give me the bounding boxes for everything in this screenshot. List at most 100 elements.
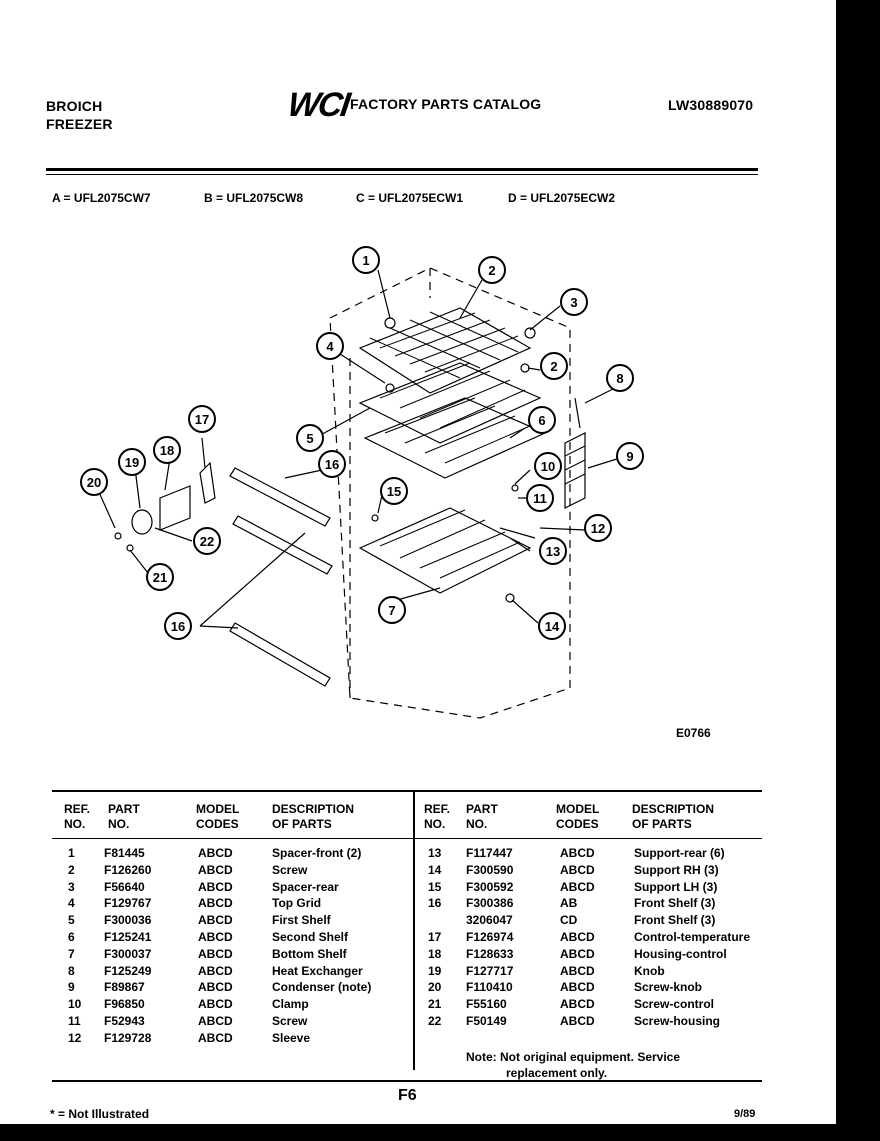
callout-16: 16 [164,612,192,640]
row-part: F126974 [466,930,514,944]
row-ref: 8 [68,963,75,978]
callout-12: 12 [584,514,612,542]
row-part: F117447 [466,846,513,860]
row-part: F125241 [104,930,152,944]
row-ref: 9 [68,980,75,995]
callout-10: 10 [534,452,562,480]
row-desc: Housing-control [634,946,727,961]
col-ref-2: REF.NO. [424,802,451,831]
svg-text:20: 20 [87,475,101,490]
row-codes: ABCD [560,1014,595,1028]
row-ref: 13 [428,846,442,860]
row-desc: Front Shelf (3) [634,896,716,911]
row-codes: ABCD [198,896,233,911]
row-codes: ABCD [560,946,595,961]
callout-6: 6 [528,406,556,434]
svg-text:16: 16 [171,619,185,634]
row-ref: 20 [428,980,442,995]
callout-7: 7 [378,596,406,624]
row-ref: 1 [68,846,75,860]
callout-18: 18 [153,436,181,464]
svg-text:2: 2 [488,263,495,278]
row-desc: Screw-control [634,997,715,1012]
row-ref: 12 [68,1030,82,1045]
page-number: F6 [398,1087,417,1104]
svg-text:7: 7 [388,603,395,618]
svg-text:1: 1 [362,253,369,268]
svg-text:18: 18 [160,443,174,458]
row-part: F300037 [104,946,152,961]
svg-text:19: 19 [125,455,139,470]
svg-text:13: 13 [546,544,560,559]
product-type: FREEZER [46,116,113,132]
row-codes: ABCD [560,980,595,995]
row-ref: 7 [68,946,75,961]
row-ref: 6 [68,930,75,944]
row-part: F127717 [466,963,514,978]
row-ref: 18 [428,946,442,961]
row-desc: Support RH (3) [634,862,719,877]
row-desc: Screw-housing [634,1014,721,1028]
row-desc: Condenser (note) [272,980,372,995]
row-codes: ABCD [198,1014,233,1028]
row-part: F300592 [466,879,514,894]
svg-text:9: 9 [626,449,633,464]
row-desc: Top Grid [272,896,322,911]
callout-15: 15 [380,477,408,505]
callout-3: 3 [560,288,588,316]
brand-name: BROICH [46,98,103,114]
table-column-divider [413,792,415,1070]
svg-text:16: 16 [325,457,339,472]
table-rule-bottom [52,1080,762,1082]
row-part: F129728 [104,1030,152,1045]
callout-16: 16 [318,450,346,478]
row-codes: ABCD [560,997,595,1012]
row-ref: 19 [428,963,442,978]
callout-5: 5 [296,424,324,452]
callout-21: 21 [146,563,174,591]
svg-text:12: 12 [591,521,605,536]
svg-text:3: 3 [570,295,577,310]
row-part: F56640 [104,879,145,894]
row-desc: Spacer-front (2) [272,846,362,860]
svg-text:11: 11 [533,491,547,506]
table-header-rule [52,838,762,839]
row-part: F125249 [104,963,152,978]
row-desc: Spacer-rear [272,879,339,894]
svg-text:8: 8 [616,371,623,386]
row-desc: Clamp [272,997,309,1012]
row-ref: 17 [428,930,442,944]
row-part: F129767 [104,896,152,911]
row-codes: ABCD [198,1030,233,1045]
row-codes: ABCD [198,980,233,995]
row-ref: 21 [428,997,442,1012]
svg-text:21: 21 [153,570,167,585]
row-part: F110410 [466,980,513,995]
callout-22: 22 [193,527,221,555]
row-codes: ABCD [198,862,233,877]
catalog-title: FACTORY PARTS CATALOG [350,96,542,112]
row-desc: Bottom Shelf [272,946,347,961]
row-codes: ABCD [560,930,595,944]
callout-17: 17 [188,405,216,433]
revision-date: 9/89 [734,1108,756,1120]
row-part: F128633 [466,946,514,961]
svg-text:10: 10 [541,459,555,474]
row-part: F89867 [104,980,145,995]
row-codes: ABCD [560,879,595,894]
svg-text:6: 6 [538,413,545,428]
row-codes: ABCD [560,846,595,860]
callout-1: 1 [352,246,380,274]
row-ref: 16 [428,896,442,911]
callout-4: 4 [316,332,344,360]
row-codes: ABCD [198,963,233,978]
row-part: F50149 [466,1014,507,1028]
callout-11: 11 [526,484,554,512]
row-ref: 5 [68,913,75,928]
model-code-c: C = UFL2075ECW1 [356,191,464,205]
row-codes: ABCD [198,846,233,860]
row-codes: ABCD [198,879,233,894]
